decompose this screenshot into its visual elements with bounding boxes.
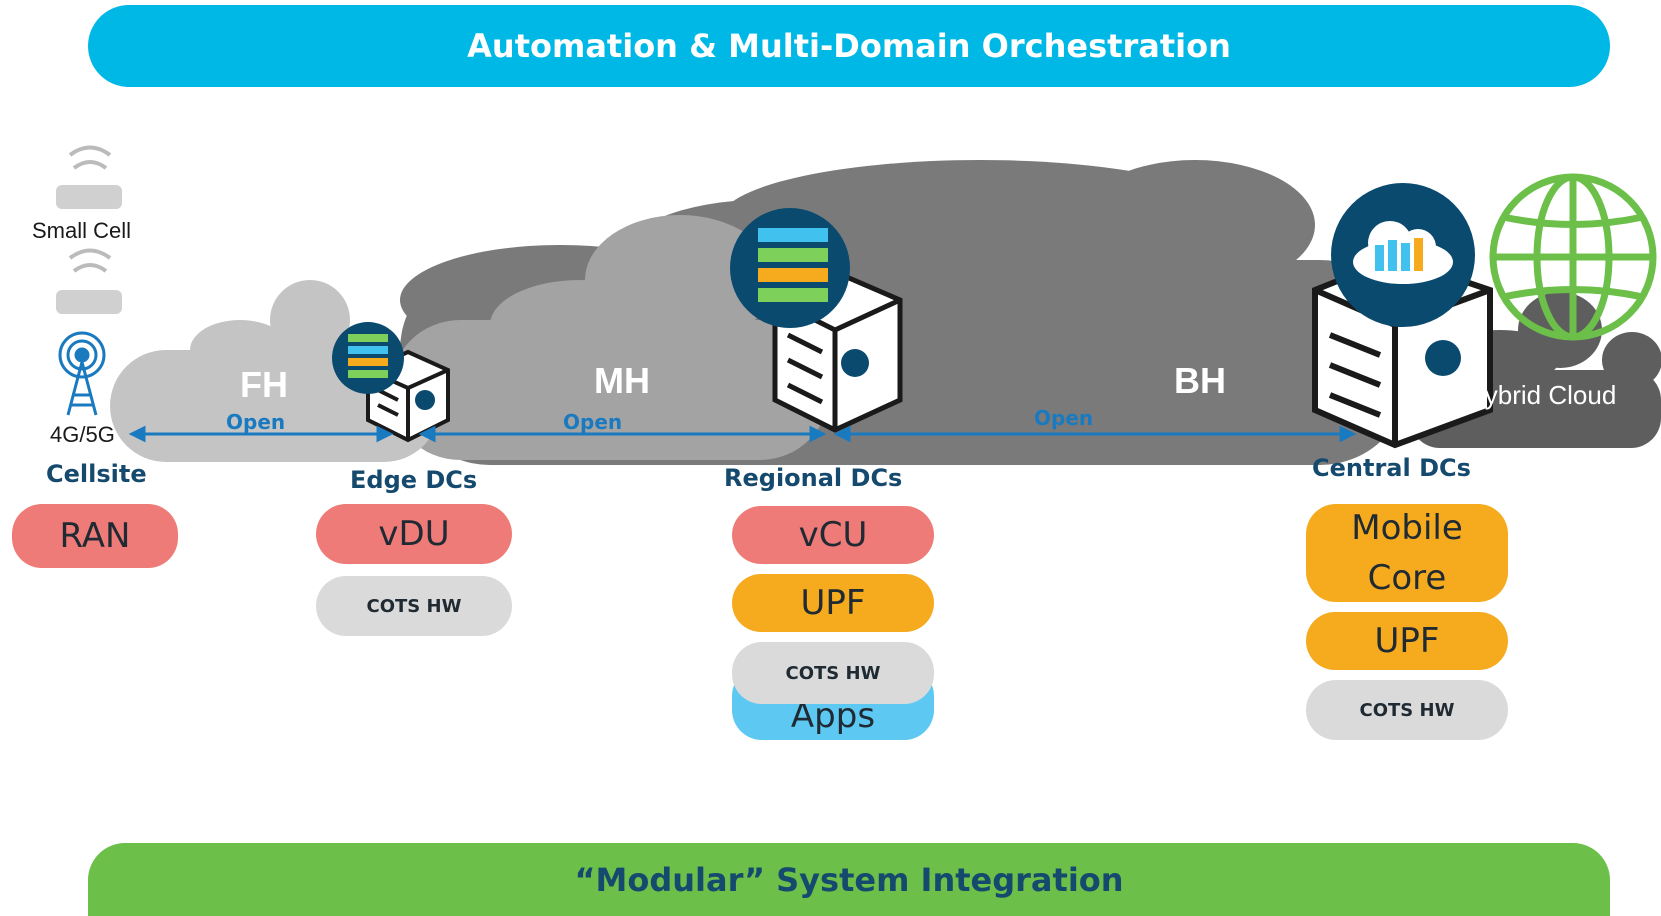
- mh-cloud: [390, 215, 830, 460]
- integration-banner-text: “Modular” System Integration: [574, 860, 1124, 899]
- vcu-function-label: vCU: [798, 515, 868, 555]
- small-cell-label: Small Cell: [32, 218, 132, 243]
- edge-cots-hw: COTS HW: [316, 576, 512, 636]
- hybrid-cloud-label: Hybrid Cloud: [1466, 380, 1617, 410]
- central-upf-function: UPF: [1306, 612, 1508, 670]
- open-link-label-bh: Open: [1034, 406, 1094, 430]
- mh-label: MH: [594, 360, 650, 401]
- regional-upf-function: UPF: [732, 574, 934, 632]
- mobile-core-label-line2: Core: [1367, 558, 1447, 598]
- central-cots-hw-label: COTS HW: [1359, 699, 1455, 721]
- central-dc-server-icon: [1312, 183, 1493, 449]
- radio-label: 4G/5G: [50, 422, 115, 447]
- central-upf-label: UPF: [1374, 621, 1440, 661]
- ran-function: RAN: [12, 504, 178, 568]
- cellsite-title: Cellsite: [46, 460, 147, 488]
- regional-dc-server-icon: [730, 208, 903, 433]
- integration-banner: “Modular” System Integration: [88, 843, 1610, 916]
- regional-dc-title: Regional DCs: [724, 464, 903, 492]
- cell-tower-icon: [58, 331, 106, 416]
- orchestration-banner: Automation & Multi-Domain Orchestration: [88, 5, 1610, 87]
- small-cell-icon-2: [56, 248, 122, 314]
- mobile-core-function: Mobile Core: [1306, 504, 1508, 602]
- open-link-label-mh: Open: [563, 410, 623, 434]
- central-cots-hw: COTS HW: [1306, 680, 1508, 740]
- vcu-function: vCU: [732, 506, 934, 564]
- small-cell-icon: [56, 145, 122, 209]
- regional-cots-hw: COTS HW: [732, 642, 934, 704]
- orchestration-banner-text: Automation & Multi-Domain Orchestration: [467, 27, 1231, 65]
- ran-function-label: RAN: [59, 516, 131, 556]
- central-dc-title: Central DCs: [1312, 454, 1471, 482]
- mobile-core-label-line1: Mobile: [1351, 508, 1463, 548]
- globe-icon: [1489, 173, 1657, 341]
- vdu-function-label: vDU: [378, 514, 450, 554]
- vdu-function: vDU: [316, 504, 512, 564]
- open-link-label-fh: Open: [226, 410, 286, 434]
- edge-dc-title: Edge DCs: [350, 466, 478, 494]
- open-link-arrows: [128, 425, 1357, 443]
- regional-upf-label: UPF: [800, 583, 866, 623]
- fh-label: FH: [240, 364, 288, 405]
- edge-cots-hw-label: COTS HW: [366, 595, 462, 617]
- edge-dc-server-icon: [332, 322, 450, 443]
- bh-label: BH: [1174, 360, 1226, 401]
- regional-cots-hw-label: COTS HW: [785, 662, 881, 684]
